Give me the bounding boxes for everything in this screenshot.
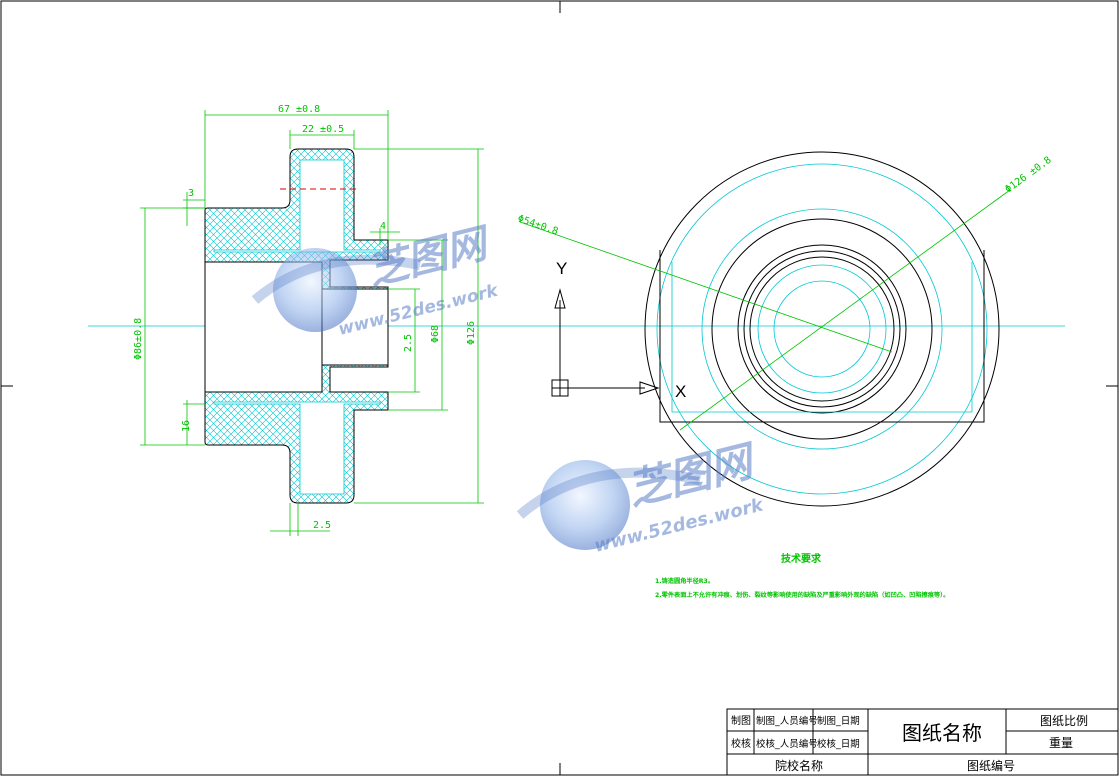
tb-drawing-number: 图纸编号: [967, 758, 1015, 773]
dim-width-flange: 22 ±0.5: [302, 124, 344, 135]
dim-dia-mid: Φ68: [430, 325, 441, 343]
dim-step-3: 3: [188, 188, 194, 199]
tb-drawn-label: 制图: [731, 714, 751, 727]
watermark-globe-icon: [273, 248, 357, 332]
tb-drawing-name: 图纸名称: [902, 721, 982, 745]
tb-drawn-person: 制图_人员编号: [756, 715, 818, 727]
dim-dia-126-circle: Φ126 ±0.8: [1003, 155, 1053, 196]
axis-y-label: Y: [556, 259, 567, 278]
dimension-lines: [140, 110, 484, 536]
title-block: [726, 708, 1119, 776]
axis-x-label: X: [675, 382, 686, 401]
dim-dia-right: Φ126: [466, 321, 477, 345]
end-view: [519, 151, 1011, 507]
tb-weight: 重量: [1049, 736, 1073, 750]
dim-width-top: 67 ±0.8: [278, 104, 320, 115]
bore-circle-5: [773, 280, 871, 378]
inner-cavity: [213, 159, 381, 495]
tb-check-person: 校核_人员编号: [756, 738, 818, 750]
dia-126-leader: [679, 189, 1011, 431]
tb-school: 院校名称: [775, 758, 823, 773]
dim-thick-2-5-v: 2.5: [403, 334, 414, 352]
flat-cutout: [659, 250, 985, 423]
hub-outer: [711, 218, 933, 440]
bore-circle-2: [743, 250, 901, 408]
bore-circle-1: [737, 244, 907, 414]
watermark-globe-icon-2: [540, 460, 630, 550]
dia-54-leader: [519, 221, 893, 353]
tb-scale: 图纸比例: [1040, 714, 1088, 728]
bore-circle-3: [749, 256, 895, 402]
dim-step-4: 4: [380, 221, 386, 232]
tb-drawn-date: 制图_日期: [817, 715, 860, 727]
section-view: 67 ±0.8 22 ±0.5 3 4 Φ86±0.8 Φ68 Φ126 2.5…: [133, 104, 484, 536]
hub-circle: [701, 208, 943, 450]
flat-cutout-cyan: [671, 262, 973, 413]
notes-line-1: 1.铸造圆角半径R3。: [655, 577, 714, 585]
dim-dia-left: Φ86±0.8: [133, 318, 144, 360]
outer-circle: [644, 151, 1000, 507]
ucs-icon: [551, 288, 660, 397]
outer-inner-circle: [656, 163, 988, 495]
dim-thick-16: 16: [181, 420, 192, 432]
watermark-bottom: 芝图网 www.52des.work: [516, 435, 766, 557]
notes-title: 技术要求: [781, 552, 822, 565]
dim-thick-2-5-bottom: 2.5: [313, 520, 331, 531]
tb-check-date: 校核_日期: [817, 738, 860, 750]
notes-line-2: 2.零件表面上不允许有冲痕、划伤、裂纹等影响使用的缺陷及严重影响外观的缺陷（如凹…: [655, 591, 949, 599]
tb-check-label: 校核: [731, 737, 751, 750]
dim-dia-54: Φ54±0.8: [516, 213, 559, 237]
bore-circle-4: [757, 264, 887, 394]
